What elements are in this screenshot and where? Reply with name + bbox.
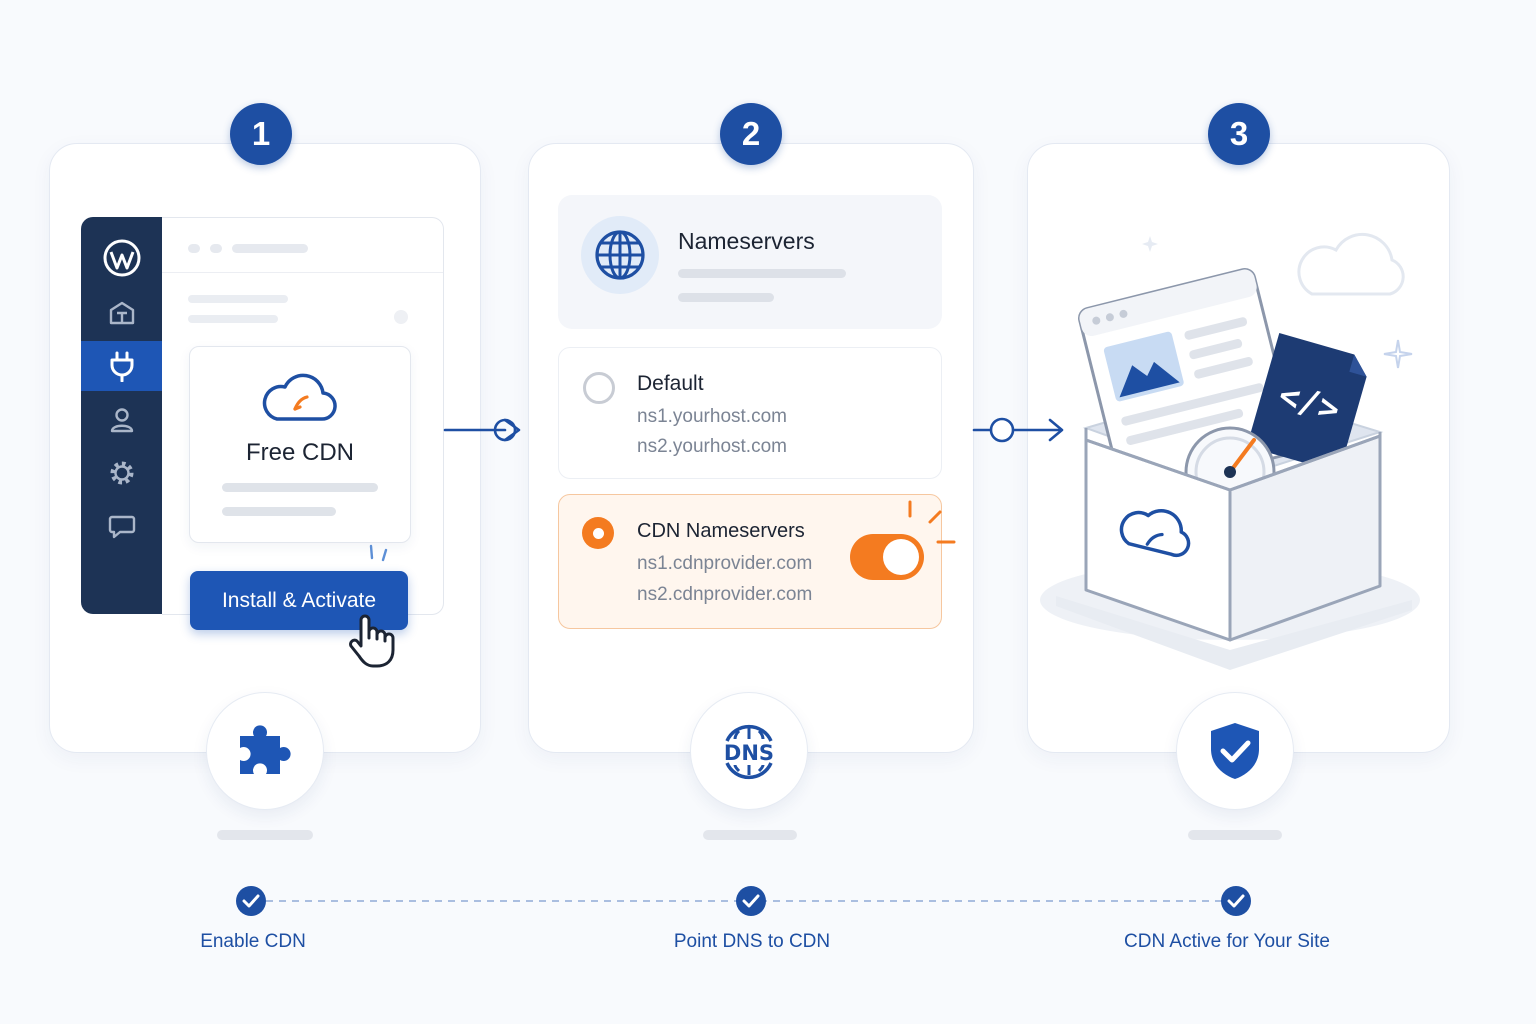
comment-icon xyxy=(108,515,135,539)
step-2-check-icon xyxy=(736,886,766,916)
cloud-icon xyxy=(262,373,337,421)
sidebar-item-settings[interactable] xyxy=(81,448,162,498)
default-nameserver-option[interactable]: Default ns1.yourhost.com ns2.yourhost.co… xyxy=(558,347,942,479)
plug-icon xyxy=(110,351,133,382)
hand-pointer-icon xyxy=(349,614,395,668)
arrow-step1-to-step2 xyxy=(443,418,521,442)
cdn-active-illustration: </> xyxy=(1040,232,1420,670)
sidebar-item-plugins[interactable] xyxy=(81,341,162,391)
default-option-title: Default xyxy=(637,372,704,395)
gear-icon xyxy=(110,461,133,485)
wp-admin-sidebar xyxy=(81,217,162,614)
step-1-label: Enable CDN xyxy=(200,931,306,952)
step-1-number: 1 xyxy=(230,103,292,165)
sidebar-item-users[interactable] xyxy=(81,395,162,445)
step-2-number: 2 xyxy=(720,103,782,165)
step-1-icon-circle xyxy=(206,692,324,810)
sparkle-icon xyxy=(369,544,388,562)
cdn-option-title: CDN Nameservers xyxy=(637,520,805,542)
step-2-icon-circle: DNS xyxy=(690,692,808,810)
nameservers-header-card: Nameservers xyxy=(558,195,942,329)
cdn-radio-selected[interactable] xyxy=(582,517,614,549)
cdn-ns1: ns1.cdnprovider.com xyxy=(637,553,813,574)
install-activate-button[interactable]: Install & Activate xyxy=(190,571,408,630)
sidebar-item-comments[interactable] xyxy=(81,501,162,551)
globe-icon-badge xyxy=(581,216,659,294)
progress-dashed-line xyxy=(266,900,1226,902)
shield-check-icon xyxy=(1211,723,1259,779)
default-ns2: ns2.yourhost.com xyxy=(637,436,787,457)
window-toolbar xyxy=(162,218,443,273)
dns-globe-icon: DNS xyxy=(724,724,774,780)
free-cdn-title: Free CDN xyxy=(245,439,354,466)
user-icon xyxy=(110,408,133,433)
free-cdn-plugin-card[interactable]: Free CDN xyxy=(189,346,411,543)
step-3-number: 3 xyxy=(1208,103,1270,165)
default-ns1: ns1.yourhost.com xyxy=(637,406,787,427)
cdn-toggle-switch[interactable] xyxy=(850,534,924,580)
sidebar-item-dashboard[interactable] xyxy=(81,288,162,338)
dashboard-icon xyxy=(109,301,134,325)
step-2-label: Point DNS to CDN xyxy=(673,931,831,952)
default-radio[interactable] xyxy=(583,372,615,404)
nameservers-title: Nameservers xyxy=(678,228,815,254)
toggle-spark-icon xyxy=(908,500,956,544)
arrow-step2-to-step3 xyxy=(972,417,1064,443)
wordpress-logo-icon xyxy=(81,233,162,283)
cdn-ns2: ns2.cdnprovider.com xyxy=(637,584,813,605)
step-3-check-icon xyxy=(1221,886,1251,916)
puzzle-piece-icon xyxy=(240,725,291,774)
step-1-check-icon xyxy=(236,886,266,916)
step-3-icon-circle xyxy=(1176,692,1294,810)
cdn-nameserver-option[interactable]: CDN Nameservers ns1.cdnprovider.com ns2.… xyxy=(558,494,942,629)
step-3-label: CDN Active for Your Site xyxy=(1124,931,1330,952)
globe-icon xyxy=(595,230,645,280)
dns-label: DNS xyxy=(724,741,774,765)
